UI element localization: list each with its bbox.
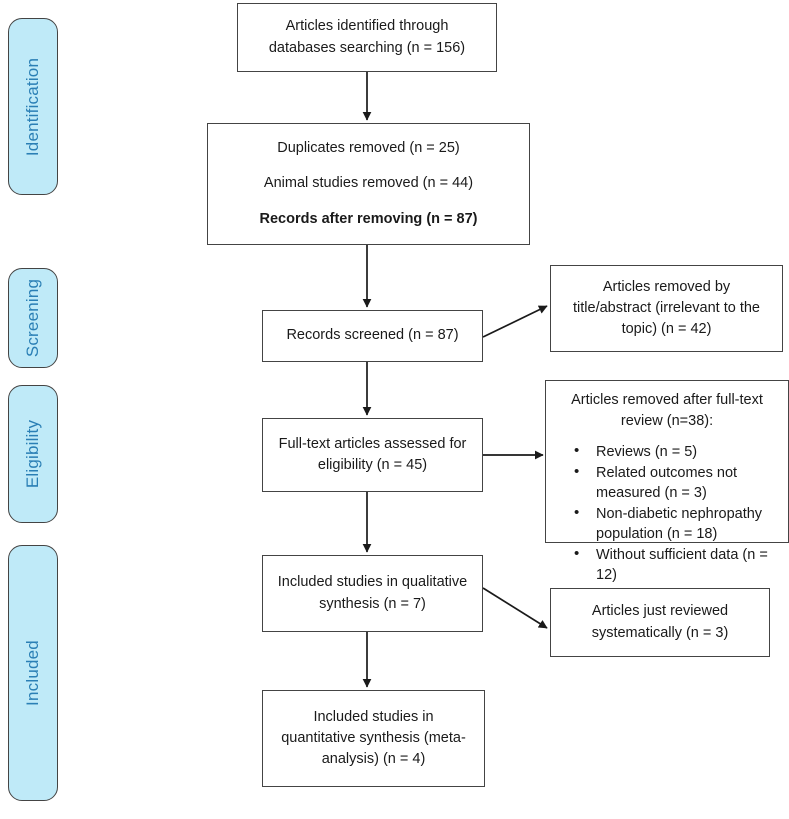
box-included-qualitative: Included studies in qualitative synthesi… [262,555,483,632]
box-records-removed: Duplicates removed (n = 25) Animal studi… [207,123,530,245]
box-reviewed-systematically: Articles just reviewed systematically (n… [550,588,770,657]
phase-label-identification-text: Identification [23,57,43,156]
box-removed-title-abstract-line2: title/abstract (irrelevant to the [573,299,760,316]
box-records-screened: Records screened (n = 87) [262,310,483,362]
removal-reason-item: Reviews (n = 5) [574,441,782,462]
removal-reason-item: Non-diabetic nephropathy population (n =… [574,503,782,544]
removal-reason-item: Without sufficient data (n = 12) [574,544,782,585]
removal-reason-list: Reviews (n = 5) Related outcomes not mea… [552,441,782,586]
phase-label-included: Included [8,545,58,801]
box-fulltext-assessed-line2: eligibility (n = 45) [317,457,428,473]
box-removed-title-abstract-line3: topic) (n = 42) [621,321,712,337]
box-fulltext-assessed: Full-text articles assessed for eligibil… [262,418,483,492]
phase-label-screening-text: Screening [23,278,43,358]
box-records-removed-duplicates: Duplicates removed (n = 25) [277,140,460,157]
box-included-quantitative-line1: Included studies in [313,708,434,725]
box-included-quantitative-line2: quantitative synthesis (meta- [281,729,466,746]
box-articles-identified-line2: databases searching (n = 156) [268,39,466,56]
box-removed-after-fulltext: Articles removed after full-text review … [545,380,789,583]
box-reviewed-systematically-line1: Articles just reviewed [591,603,729,620]
box-articles-identified-line1: Articles identified through [285,18,449,35]
phase-label-identification: Identification [8,18,58,195]
box-records-removed-after: Records after removing (n = 87) [259,210,478,227]
phase-label-eligibility: Eligibility [8,385,58,523]
connector-qualitative-to-reviewed [482,587,548,629]
box-removed-title-abstract: Articles removed by title/abstract (irre… [550,265,783,352]
removal-reason-item: Related outcomes not measured (n = 3) [574,462,782,503]
box-included-quantitative: Included studies in quantitative synthes… [262,690,485,787]
phase-label-screening: Screening [8,268,58,368]
box-included-qualitative-line1: Included studies in qualitative [277,574,468,591]
box-included-qualitative-line2: synthesis (n = 7) [319,595,426,612]
box-fulltext-assessed-line1: Full-text articles assessed for [278,435,467,452]
box-records-screened-line1: Records screened (n = 87) [286,327,459,344]
box-articles-identified: Articles identified through databases se… [237,3,497,72]
box-reviewed-systematically-line2: systematically (n = 3) [591,624,729,641]
box-removed-after-fulltext-heading1: Articles removed after full-text [571,392,763,408]
connector-screened-to-removed-title-abstract [482,305,548,338]
box-records-removed-animal: Animal studies removed (n = 44) [263,175,474,192]
box-included-quantitative-line3: analysis) (n = 4) [321,751,426,767]
box-removed-title-abstract-line1: Articles removed by [602,278,731,295]
phase-label-eligibility-text: Eligibility [23,419,42,489]
box-removed-after-fulltext-heading2: review (n=38): [620,413,714,430]
phase-label-included-text: Included [23,640,42,706]
